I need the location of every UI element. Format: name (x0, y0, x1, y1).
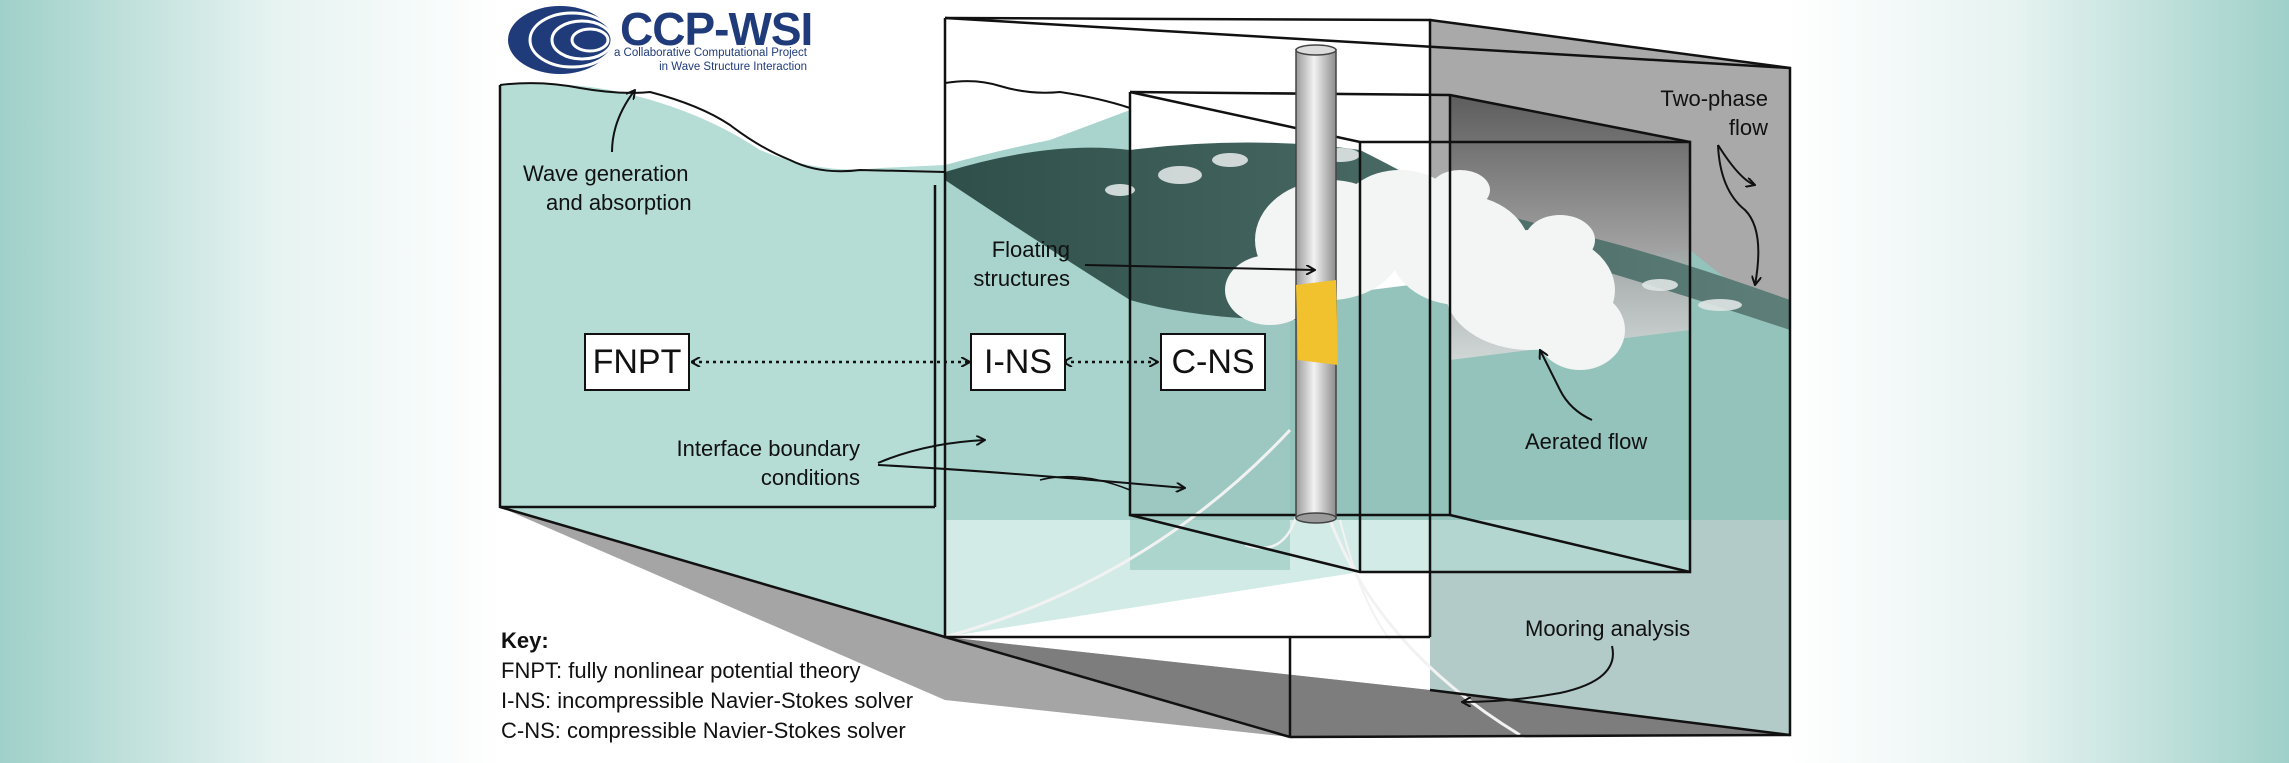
key-item-ins: I-NS: incompressible Navier-Stokes solve… (501, 688, 914, 713)
free-surface-line (499, 82, 946, 173)
key-item-cns: C-NS: compressible Navier-Stokes solver (501, 718, 906, 743)
two-phase-line2: flow (1728, 115, 1768, 140)
ccp-wsi-logo-mark (508, 6, 616, 74)
logo-subtitle-line1: a Collaborative Computational Project (613, 47, 807, 59)
interface-arrow-2 (877, 464, 1185, 488)
two-phase-line1: Two-phase (1660, 86, 1768, 111)
two-phase-label: Two-phase flow (1620, 84, 1768, 142)
wave-gen-label: Wave generation and absorption (523, 159, 692, 217)
aerated-arrow (1540, 350, 1593, 421)
mooring-line (944, 428, 1292, 639)
cns-box: C-NS (1160, 333, 1266, 391)
floating-line2: structures (973, 266, 1070, 291)
interface-line2: conditions (760, 465, 860, 490)
wave-gen-line1: Wave generation (523, 161, 689, 186)
wave-gen-line2: and absorption (546, 190, 692, 215)
ins-box: I-NS (970, 333, 1066, 391)
two-phase-arrow-2 (1717, 144, 1758, 285)
mooring-arrow (1462, 645, 1614, 702)
interface-arrow-1 (877, 440, 985, 464)
logo-subtitle-line2: in Wave Structure Interaction (659, 61, 807, 73)
two-phase-arrow-1 (1717, 144, 1755, 185)
fnpt-box: FNPT (584, 333, 690, 391)
key-item-fnpt: FNPT: fully nonlinear potential theory (501, 658, 861, 683)
interface-line1: Interface boundary (676, 436, 860, 461)
floating-arrow (1084, 264, 1315, 270)
aerated-label: Aerated flow (1525, 429, 1648, 454)
key-legend: Key: FNPT: fully nonlinear potential the… (501, 626, 913, 746)
key-heading: Key: (501, 628, 549, 653)
floating-structure (1295, 44, 1338, 524)
wave-gen-arrow (611, 90, 635, 153)
logo-title: CCP-WSI (620, 3, 813, 55)
interface-label: Interface boundary conditions (660, 434, 860, 492)
mooring-label: Mooring analysis (1525, 616, 1691, 641)
floating-line1: Floating (991, 237, 1070, 262)
floating-label: Floating structures (962, 235, 1070, 293)
logo-subtitle: a Collaborative Computational Project in… (612, 46, 807, 74)
